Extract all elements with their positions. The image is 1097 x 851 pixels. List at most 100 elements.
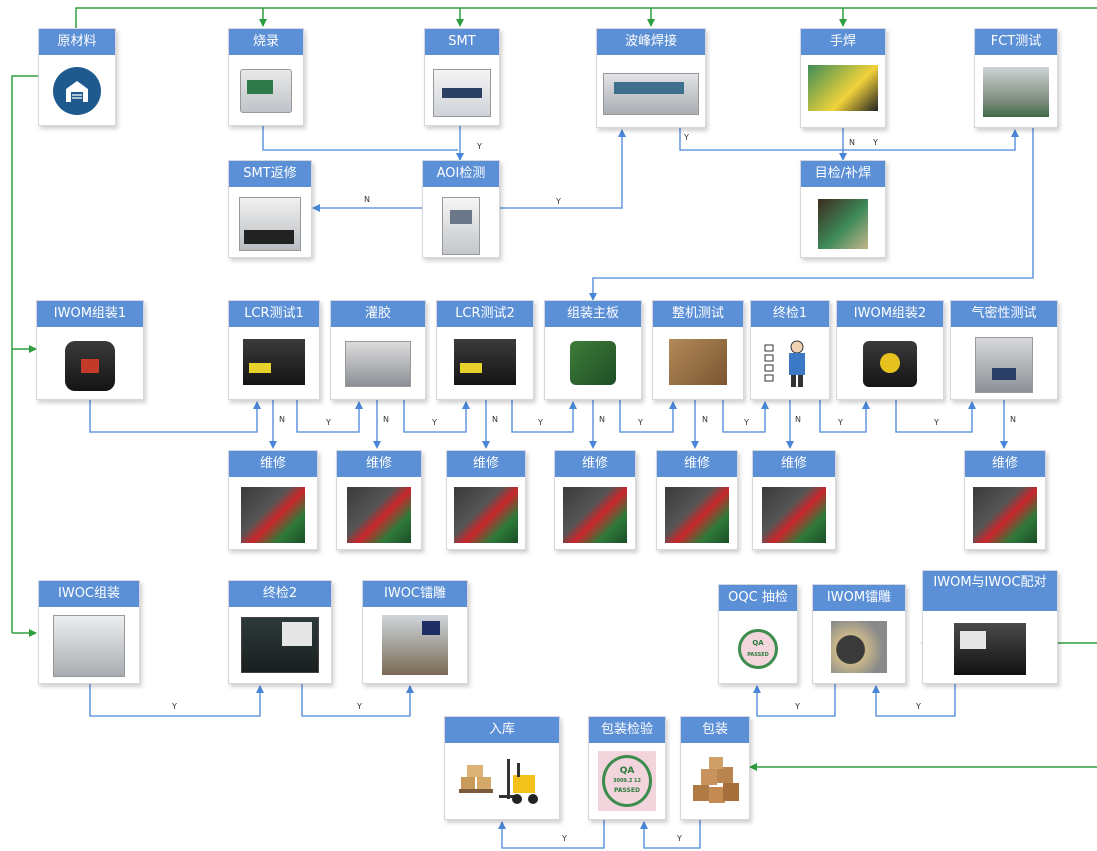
node-title: 维修 [753, 451, 835, 477]
lcr-meter-icon [243, 339, 305, 385]
node-lcr-test2: LCR测试2 [436, 300, 534, 400]
inspector-icon [763, 337, 817, 389]
node-title: IWOC镭雕 [363, 581, 467, 607]
node-title: FCT测试 [975, 29, 1057, 55]
node-title: 维修 [657, 451, 737, 477]
node-title: 原材料 [39, 29, 115, 55]
node-raw-material: 原材料 [38, 28, 116, 126]
edge-label-n: N [383, 415, 389, 424]
node-title: SMT返修 [229, 161, 311, 187]
node-title: 终检1 [751, 301, 829, 327]
boxes-icon [689, 757, 741, 809]
node-title: 维修 [447, 451, 525, 477]
node-title: IWOM组装2 [837, 301, 943, 327]
enclosure-icon [53, 615, 125, 677]
soldering-icon [808, 65, 878, 111]
edge-label-y: Y [172, 702, 177, 711]
node-final-check1: 终检1 [750, 300, 830, 400]
edge-label-y: Y [934, 418, 939, 427]
node-repair: 维修 [656, 450, 738, 550]
serial-label: 3009.2 12 [613, 778, 641, 784]
programmer-icon [240, 69, 292, 113]
node-title: IWOM与IWOC配对 [923, 571, 1057, 611]
node-unit-test: 整机测试 [652, 300, 744, 400]
node-title: IWOM镭雕 [813, 585, 905, 611]
edge-label-y: Y [744, 418, 749, 427]
edge-label-y: Y [556, 197, 561, 206]
node-title: 维修 [337, 451, 421, 477]
qa-label: QA [619, 766, 635, 776]
node-packing: 包装 [680, 716, 750, 820]
edge-label-y: Y [795, 702, 800, 711]
wave-solder-machine-icon [603, 73, 699, 115]
repair-icon [762, 487, 826, 543]
repair-icon [665, 487, 729, 543]
node-title: AOI检测 [423, 161, 499, 187]
laser-engraver-icon [382, 615, 448, 675]
node-title: 手焊 [801, 29, 885, 55]
pick-and-place-icon [433, 69, 491, 117]
node-final-check2: 终检2 [228, 580, 332, 684]
edge-label-y: Y [477, 142, 482, 151]
node-title: 目检/补焊 [801, 161, 885, 187]
module-icon [863, 341, 917, 387]
repair-icon [973, 487, 1037, 543]
repair-icon [241, 487, 305, 543]
node-hand-solder: 手焊 [800, 28, 886, 128]
node-repair: 维修 [446, 450, 526, 550]
edge-label-y: Y [838, 418, 843, 427]
node-iwom-engrave: IWOM镭雕 [812, 584, 906, 684]
node-title: 气密性测试 [951, 301, 1057, 327]
edge-label-y: Y [357, 702, 362, 711]
warehouse-icon [53, 67, 101, 115]
node-iwom-assy2: IWOM组装2 [836, 300, 944, 400]
edge-label-y: Y [562, 834, 567, 843]
pcb-icon [570, 341, 616, 385]
test-station-icon [241, 617, 319, 673]
node-title: 包装 [681, 717, 749, 743]
test-fixture-icon [983, 67, 1049, 117]
node-lcr-test1: LCR测试1 [228, 300, 320, 400]
node-title: 包装检验 [589, 717, 665, 743]
node-potting: 灌胶 [330, 300, 426, 400]
edge-label-y: Y [638, 418, 643, 427]
node-repair: 维修 [336, 450, 422, 550]
node-title: IWOM组装1 [37, 301, 143, 327]
node-title: 组装主板 [545, 301, 641, 327]
edge-label-n: N [795, 415, 801, 424]
forklift-icon [455, 755, 549, 809]
pairing-station-icon [954, 623, 1026, 675]
edge-label-n: N [279, 415, 285, 424]
potting-machine-icon [345, 341, 411, 387]
passed-label: PASSED [747, 652, 769, 658]
node-smt-rework: SMT返修 [228, 160, 312, 258]
edge-label-n: N [849, 138, 855, 147]
edge-label-y: Y [432, 418, 437, 427]
node-burning: 烧录 [228, 28, 304, 126]
edge-label-y: Y [916, 702, 921, 711]
edge-label-y: Y [873, 138, 878, 147]
node-title: IWOC组装 [39, 581, 139, 607]
node-title: 维修 [555, 451, 635, 477]
node-fct-test: FCT测试 [974, 28, 1058, 128]
node-title: OQC 抽检 [719, 585, 797, 611]
edge-label-y: Y [684, 133, 689, 142]
repair-icon [347, 487, 411, 543]
qa-stamp-icon: QA 3009.2 12 PASSED [598, 751, 656, 811]
node-oqc: OQC 抽检 QA PASSED [718, 584, 798, 684]
test-bench-icon [669, 339, 727, 385]
edge-label-n: N [1010, 415, 1016, 424]
node-airtight-test: 气密性测试 [950, 300, 1058, 400]
edge-label-y: Y [326, 418, 331, 427]
node-title: LCR测试1 [229, 301, 319, 327]
edge-label-n: N [599, 415, 605, 424]
node-pack-inspect: 包装检验 QA 3009.2 12 PASSED [588, 716, 666, 820]
node-repair: 维修 [228, 450, 318, 550]
node-iwoc-engrave: IWOC镭雕 [362, 580, 468, 684]
airtight-tester-icon [975, 337, 1033, 393]
node-repair: 维修 [964, 450, 1046, 550]
qa-stamp-icon: QA PASSED [738, 629, 778, 669]
node-title: 维修 [229, 451, 317, 477]
engraved-module-icon [831, 621, 887, 673]
